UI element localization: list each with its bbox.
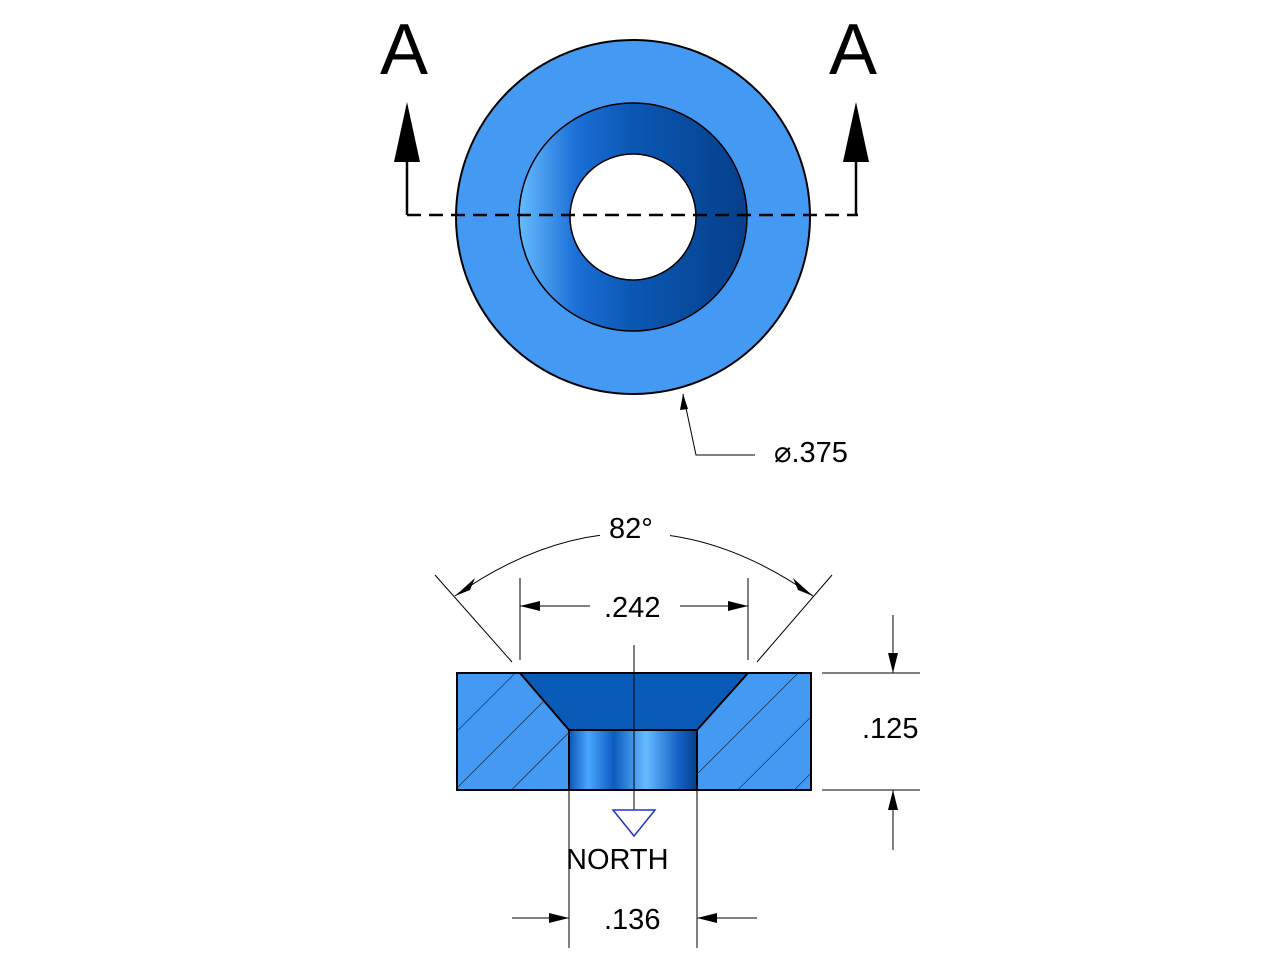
angle-ext-right [756,574,833,663]
section-view: 82° .242 .125 NORTH .136 [434,508,920,948]
section-label-left: A [380,10,428,90]
north-pole-marker-icon [611,809,657,838]
angle-ext-left [434,574,513,663]
hole-arrow-right-icon [697,913,717,923]
countersink-diameter-dimension: .242 [604,592,660,624]
thickness-dimension: .125 [862,713,918,745]
cs-arrow-right-icon [728,601,748,611]
pole-label: NORTH [566,844,669,876]
diameter-leader [682,393,755,456]
section-arrow-right-icon [843,102,869,162]
hole-section [568,729,698,791]
top-view: A A ⌀.375 [380,10,877,469]
countersink-angle-dimension: 82° [609,513,653,545]
cs-arrow-left-icon [520,601,540,611]
section-arrow-left-icon [394,102,420,162]
thk-arrow-bottom-icon [888,790,898,810]
hole-diameter-dimension: .136 [604,904,660,936]
hole-arrow-left-icon [549,913,569,923]
thk-arrow-top-icon [888,653,898,673]
section-label-right: A [829,10,877,90]
outer-diameter-dimension: ⌀.375 [774,437,848,469]
leader-arrow-icon [680,394,688,410]
center-hole [569,153,697,281]
angle-arrow-left-icon [455,578,475,596]
angle-arrow-right-icon [793,578,813,596]
